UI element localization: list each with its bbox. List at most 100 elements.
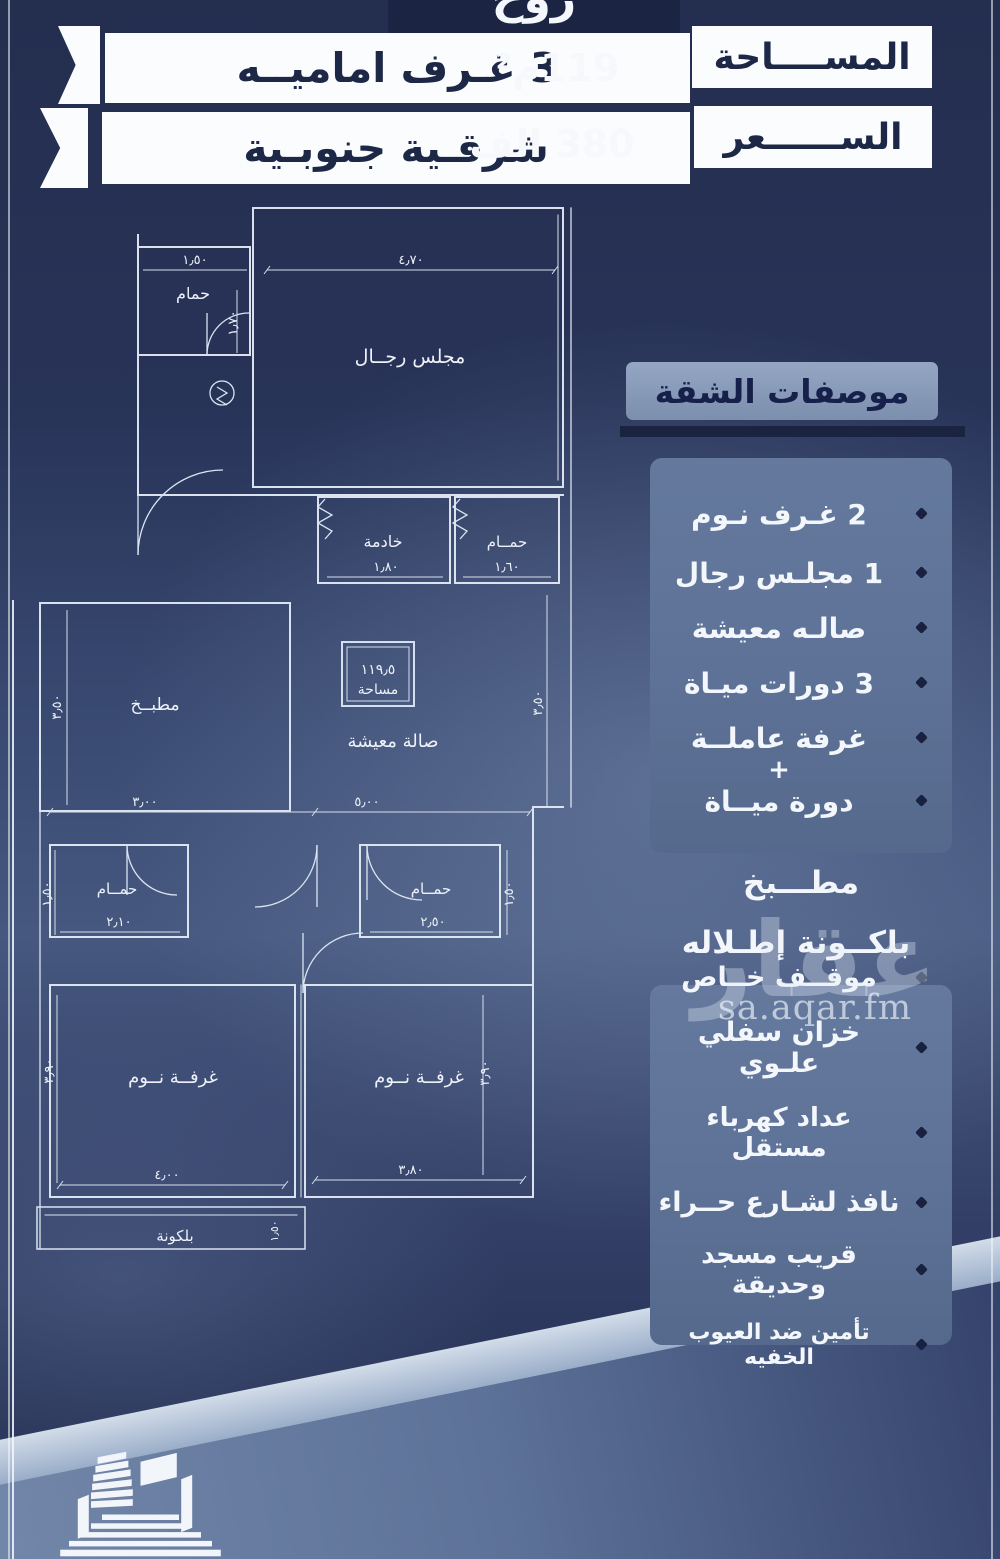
list-item: خزان سفلي علـوي — [650, 1017, 952, 1079]
feature-text: 3 دورات ميـاة — [684, 666, 874, 700]
spec-panel-title: موصفات الشقة — [626, 362, 938, 420]
top-ribbon-clipped-text: روح — [388, 0, 680, 24]
dim-balcony-height: ١٫٥٠ — [268, 1220, 281, 1241]
list-item: 1 مجلـس رجال — [650, 557, 952, 590]
price-value: 380 الف — [462, 118, 642, 170]
dim-majlis-width: ٤٫٧٠ — [398, 253, 423, 268]
room-label-bath-right: حمــام — [411, 880, 452, 898]
floor-plan: حمام مجلس رجــال خادمة حمــام مطبــخ صال… — [36, 207, 572, 1250]
spec-extras-box: موقــف خــاص خزان سفلي علـوي عداد كهرباء… — [650, 962, 952, 1370]
list-item: عداد كهرباء مستقل — [650, 1103, 952, 1163]
spec-title-underline — [620, 426, 965, 437]
feature-text: غرفة عاملــة — [690, 721, 868, 755]
door-arcs — [126, 312, 469, 994]
kitchen-note-text: مطـــبخ — [742, 865, 860, 901]
list-item: نافذ لشـارع حــراء — [650, 1187, 952, 1218]
dim-bath-top-height: ١٫٧٠ — [226, 310, 241, 335]
area-value: 119م² — [470, 42, 645, 94]
plus-sign: + — [768, 754, 790, 785]
feature-text: 1 مجلـس رجال — [674, 556, 884, 590]
ribbon-flag-icon — [40, 108, 88, 188]
price-label: الســــــعر — [723, 116, 903, 158]
bullet-icon — [915, 621, 928, 634]
feature-text: دورة ميــاة — [704, 784, 854, 818]
kitchen-note: مطـــبخ — [650, 865, 952, 901]
balcony-note: بلكــونة إطـلاله — [640, 925, 952, 961]
list-item: موقــف خــاص — [650, 962, 952, 993]
bullet-icon — [915, 566, 928, 579]
list-item-plus: + — [650, 755, 952, 785]
dim-living-width: ٥٫٠٠ — [354, 795, 379, 810]
banner-price: الســــــعر — [694, 106, 932, 168]
feature-text: صالـه معيشة — [691, 611, 867, 645]
area-value-text: 119م² — [495, 46, 620, 90]
room-label-balcony: بلكونة — [156, 1227, 193, 1245]
dimension-labels: ٤٫٧٠ ١٫٥٠ ١٫٧٠ ١٫٨٠ ١٫٦٠ ٣٫٥٠ ٣٫٥٠ ٣٫٠٠ … — [40, 253, 546, 1242]
area-badge-label: مساحة — [358, 682, 398, 698]
feature-text: 2 غـرف نـوم — [691, 497, 867, 531]
bullet-icon — [915, 507, 928, 520]
room-label-bath-top: حمام — [176, 284, 210, 303]
room-label-bath-mid: حمــام — [487, 533, 528, 551]
room-label-bath-left: حمــام — [97, 880, 138, 898]
dim-bath-mid-width: ١٫٦٠ — [494, 560, 519, 575]
room-label-bed-left: غرفــة نــوم — [128, 1067, 218, 1088]
extra-text: عداد كهرباء مستقل — [706, 1103, 852, 1163]
dim-bath-left-width: ٢٫١٠ — [106, 915, 131, 930]
plan-left-boundary-line — [12, 600, 14, 1559]
floor-plan-walls — [36, 207, 572, 1250]
bullet-icon — [915, 1263, 928, 1276]
bullet-icon — [915, 1338, 928, 1351]
dim-bath-top-width: ١٫٥٠ — [182, 253, 207, 268]
extra-text: موقــف خــاص — [681, 962, 877, 993]
extra-text: تأمين ضد العيوب الخفيه — [688, 1320, 870, 1370]
list-item: تأمين ضد العيوب الخفيه — [650, 1320, 952, 1370]
dim-bed-right-height: ٣٫٩٠ — [478, 1060, 493, 1085]
dim-bath-left-height: ١٫٥٠ — [40, 881, 55, 906]
dim-maid-width: ١٫٨٠ — [373, 560, 398, 575]
list-item: صالـه معيشة — [650, 612, 952, 645]
extra-text: نافذ لشـارع حــراء — [658, 1187, 900, 1218]
area-badge-value: ١١٩٫٥ — [361, 662, 396, 678]
watermark-brand: عقار — [690, 908, 940, 1012]
banner-rooms-label: 3 غـرف اماميــه — [236, 44, 559, 92]
watermark-brand-text: عقار — [692, 899, 938, 1021]
banner-orientation: شرقـية جنوبـية — [102, 112, 690, 184]
extra-text: قريب مسجد وحديقة — [701, 1240, 857, 1300]
left-edge-line — [8, 0, 10, 1559]
dim-living-height-left: ٣٫٥٠ — [50, 694, 65, 719]
dim-bed-left-height: ٣٫٩٠ — [42, 1058, 57, 1083]
dim-kitchen-width: ٣٫٠٠ — [132, 795, 157, 810]
area-label: المســــاحة — [713, 36, 911, 78]
watermark-domain-text: sa.aqar.fm — [717, 988, 913, 1028]
room-label-living: صالة معيشة — [347, 731, 438, 752]
bullet-icon — [915, 1041, 928, 1054]
price-value-text: 380 الف — [469, 122, 635, 166]
dim-bed-left-width: ٤٫٠٠ — [154, 1168, 179, 1183]
room-label-maid: خادمة — [363, 532, 402, 551]
extra-text: خزان سفلي علـوي — [697, 1017, 861, 1079]
ribbon-flag-icon — [58, 26, 100, 104]
room-labels: حمام مجلس رجــال خادمة حمــام مطبــخ صال… — [97, 284, 528, 1245]
bullet-icon — [915, 731, 928, 744]
list-item: دورة ميــاة — [650, 785, 952, 818]
dimension-lines — [46, 265, 559, 1190]
list-item: 2 غـرف نـوم — [650, 498, 952, 531]
watermark-domain: sa.aqar.fm — [690, 988, 940, 1028]
spec-panel-title-text: موصفات الشقة — [654, 371, 910, 411]
bullet-icon — [915, 1126, 928, 1139]
room-label-majlis: مجلس رجــال — [355, 346, 466, 368]
list-item: قريب مسجد وحديقة — [650, 1240, 952, 1300]
list-item: غرفة عاملــة — [650, 722, 952, 755]
dim-bed-right-width: ٣٫٨٠ — [398, 1163, 423, 1178]
bullet-icon — [915, 1195, 928, 1209]
room-label-bed-right: غرفــة نــوم — [374, 1067, 464, 1088]
banner-rooms: 3 غـرف اماميــه — [105, 33, 690, 103]
banner-orientation-label: شرقـية جنوبـية — [243, 124, 549, 172]
company-logo building-icon — [60, 1451, 221, 1557]
dim-living-height-right: ٣٫٥٠ — [531, 690, 546, 715]
bullet-icon — [915, 794, 928, 807]
spec-feature-box: 2 غـرف نـوم 1 مجلـس رجال صالـه معيشة 3 د… — [650, 458, 952, 853]
dim-bath-right-width: ٢٫٥٠ — [420, 915, 445, 930]
